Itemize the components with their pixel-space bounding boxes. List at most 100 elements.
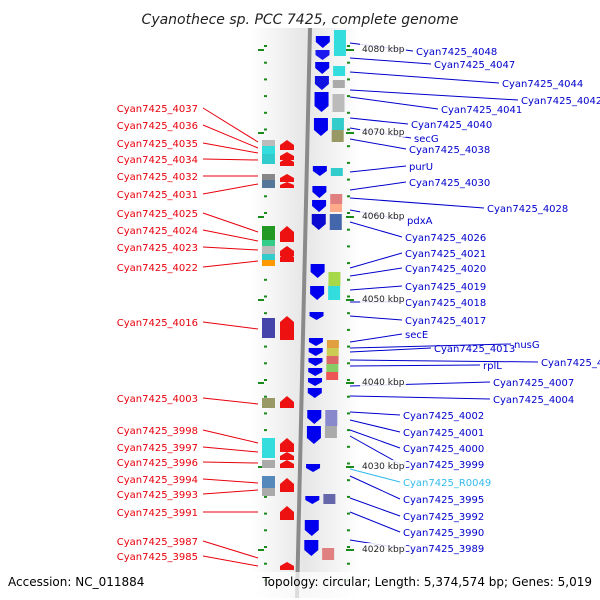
major-tick-mark (258, 382, 264, 384)
major-tick-mark (346, 549, 354, 551)
major-tick-mark (258, 466, 264, 468)
callout-line (202, 142, 259, 154)
tick-mark (347, 512, 350, 515)
tick-mark (347, 262, 350, 265)
major-tick-mark (346, 132, 354, 134)
gene-label: Cyan7425_4031 (117, 190, 198, 201)
gene-arrow (315, 50, 330, 60)
major-tick-mark (346, 466, 354, 468)
tick-mark (347, 61, 350, 64)
callout-line (202, 260, 259, 268)
gene-label: Cyan7425_3993 (117, 490, 198, 501)
callout-line (349, 89, 519, 101)
gene-label: Cyan7425_3995 (403, 495, 484, 506)
gene-label: Cyan7425_4037 (117, 104, 198, 115)
kbp-label-bg (360, 126, 406, 137)
tick-mark (264, 78, 267, 81)
tick-mark (264, 362, 267, 365)
tick-mark (264, 512, 267, 515)
gene-label: Cyan7425_3989 (403, 544, 484, 555)
gene-label: Cyan7425_4016 (117, 318, 198, 329)
callout-line (349, 221, 403, 238)
gene-block (262, 154, 275, 164)
tick-mark (347, 295, 350, 298)
gene-block (262, 476, 275, 490)
gene-label: Cyan7425_4040 (411, 120, 492, 131)
kbp-label-bg (360, 460, 406, 471)
callout-line (202, 489, 259, 495)
major-tick-mark (258, 132, 264, 134)
right-gene-labels: Cyan7425_4048Cyan7425_4047Cyan7425_4044C… (349, 42, 600, 555)
gene-label: Cyan7425_4026 (405, 233, 486, 244)
gene-label: Cyan7425_4048 (416, 47, 497, 58)
gene-arrow (310, 286, 325, 300)
callout-line (349, 429, 401, 449)
tick-mark (264, 529, 267, 532)
tick-mark (264, 95, 267, 98)
callout-line (202, 124, 259, 149)
callout-line (202, 212, 259, 233)
kbp-label-bg (360, 43, 406, 54)
gene-block (262, 438, 275, 458)
callout-line (349, 359, 539, 363)
callout-line (349, 364, 481, 367)
gene-label: Cyan7425_4024 (117, 226, 198, 237)
gene-label: Cyan7425_3992 (403, 512, 484, 523)
callout-line (202, 446, 259, 453)
tick-mark (264, 495, 267, 498)
gene-label: secG (414, 134, 439, 145)
gene-label: Cyan7425_4013 (434, 344, 515, 355)
accession-text: Accession: NC_011884 (8, 575, 144, 589)
callout-line (349, 165, 407, 173)
gene-block (262, 240, 275, 246)
callout-line (349, 343, 512, 349)
gene-arrow (307, 388, 322, 398)
gene-arrow (280, 478, 294, 492)
gene-block (324, 426, 337, 438)
gene-block (262, 398, 275, 408)
genome-title: Cyanothece sp. PCC 7425, complete genome (142, 12, 459, 28)
gene-label: Cyan7425_4021 (405, 249, 486, 260)
tick-mark (347, 111, 350, 114)
gene-arrow (280, 396, 294, 408)
tick-mark (347, 328, 350, 331)
callout-line (202, 461, 259, 464)
gene-arrow (280, 316, 294, 340)
tick-mark (347, 395, 350, 398)
kbp-label: 4020 kbp (362, 545, 405, 555)
gene-arrow (312, 166, 327, 176)
tick-mark (347, 161, 350, 164)
kbp-label: 4080 kbp (362, 45, 405, 55)
tick-mark (347, 429, 350, 432)
gene-label: Cyan7425_3998 (117, 426, 198, 437)
gene-label: Cyan7425_4022 (117, 263, 198, 274)
tick-mark (347, 178, 350, 181)
gene-arrow (312, 200, 327, 212)
gene-arrow (308, 368, 323, 376)
gene-arrow (308, 338, 323, 346)
gene-arrow (307, 410, 322, 424)
gene-label: Cyan7425_4047 (434, 60, 515, 71)
footer-band (0, 572, 600, 600)
gene-arrow (309, 312, 324, 320)
kbp-label: 4070 kbp (362, 128, 405, 138)
gene-arrow (305, 496, 320, 504)
major-tick-mark (346, 382, 354, 384)
gene-arrow (308, 358, 323, 366)
major-tick-mark (346, 299, 354, 301)
tick-mark (347, 195, 350, 198)
gene-block (262, 254, 275, 260)
callout-line (349, 267, 403, 277)
gene-label: pdxA (407, 216, 433, 227)
gene-block (262, 260, 275, 266)
gene-block (329, 204, 342, 212)
gene-arrow (315, 62, 330, 74)
callout-line (349, 117, 409, 125)
tick-mark (347, 412, 350, 415)
gene-label: Cyan7425_3996 (117, 458, 198, 469)
gene-block (328, 286, 341, 300)
gene-block (331, 130, 344, 142)
chromosome-backbone (295, 27, 312, 599)
major-tick-mark (258, 549, 264, 551)
callout-line (349, 435, 401, 465)
